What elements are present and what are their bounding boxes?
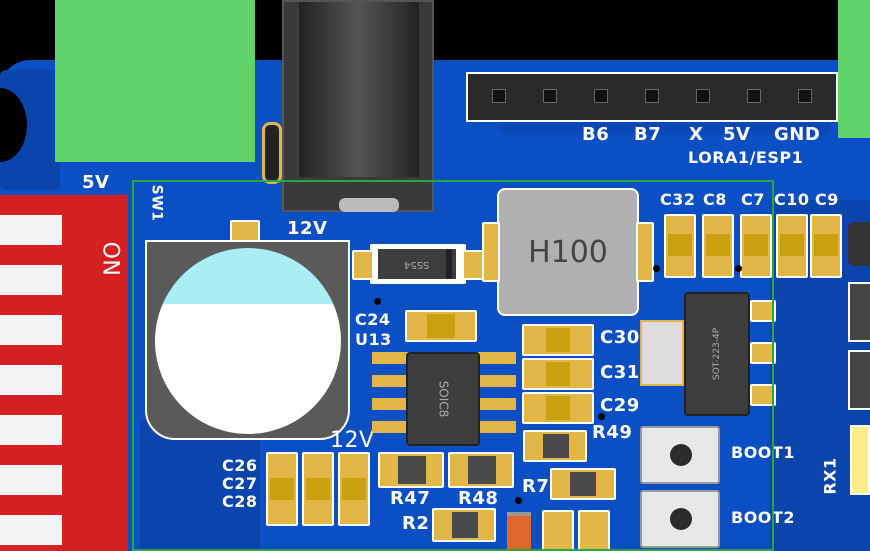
capacitor-c26 xyxy=(266,452,298,526)
regulator-sot223: SOT-223-4P xyxy=(684,292,750,416)
via xyxy=(735,265,742,272)
pin-label-x: X xyxy=(689,124,704,145)
capacitor-c28 xyxy=(338,452,370,526)
diode-ss54: SS54 xyxy=(370,244,466,284)
jack-pad xyxy=(262,122,282,184)
cap-label-c31: C31 xyxy=(600,362,640,383)
pin-label-5v: 5V xyxy=(723,124,751,145)
capacitor xyxy=(578,510,610,551)
cap-label-c8: C8 xyxy=(703,190,727,209)
button-actuator xyxy=(670,508,692,530)
resistor-r7 xyxy=(550,468,616,500)
ic-soic8: SOIC8 xyxy=(406,352,480,446)
pin-header xyxy=(466,72,838,122)
inductor-pad xyxy=(482,222,500,282)
resistor-r49 xyxy=(523,430,587,462)
ic-pins-right xyxy=(476,352,516,442)
reg-pad xyxy=(750,300,776,322)
via xyxy=(598,413,605,420)
inductor-pad xyxy=(636,222,654,282)
capacitor xyxy=(542,510,574,551)
res-label-r47: R47 xyxy=(390,488,431,509)
terminal-block-connector-right xyxy=(838,0,870,138)
capacitor xyxy=(664,214,696,278)
cap-label-c24: C24 xyxy=(355,310,391,329)
res-label-r2: R2 xyxy=(402,513,430,534)
diode-pad xyxy=(352,250,374,280)
component-edge xyxy=(848,282,870,342)
electrolytic-capacitor xyxy=(145,240,350,440)
capacitor-c24 xyxy=(405,310,477,342)
resistor-r2 xyxy=(432,508,496,542)
button-actuator xyxy=(670,444,692,466)
rx-label: RX1 xyxy=(820,457,840,495)
cap-label-c29: C29 xyxy=(600,395,640,416)
button-label-boot2: BOOT2 xyxy=(731,508,795,527)
header-label: LORA1/ESP1 xyxy=(688,148,804,167)
regulator-tab xyxy=(640,320,684,386)
cap-pad xyxy=(230,220,260,242)
capacitor xyxy=(776,214,808,278)
cap-label-c32: C32 xyxy=(660,190,696,209)
capacitor-c31 xyxy=(522,358,594,390)
cap-label-c30: C30 xyxy=(600,327,640,348)
cap-label-c28: C28 xyxy=(222,492,258,511)
reg-pad xyxy=(750,342,776,364)
cap-label-c26: C26 xyxy=(222,456,258,475)
cap-label-c7: C7 xyxy=(741,190,765,209)
ic-ref-u13: U13 xyxy=(355,330,392,349)
cap-label-c27: C27 xyxy=(222,474,258,493)
led-rx xyxy=(850,425,870,495)
via xyxy=(653,265,660,272)
inductor-h100: H100 xyxy=(497,188,639,316)
switch-on-label: ON xyxy=(97,241,123,277)
label-5v: 5V xyxy=(82,172,110,193)
resistor-r48 xyxy=(448,452,514,488)
terminal-block-connector xyxy=(55,0,255,162)
pin-label-b6: B6 xyxy=(582,124,610,145)
boot2-button[interactable] xyxy=(640,490,720,548)
label-12v-jack: 12V xyxy=(287,218,328,239)
capacitor-c30 xyxy=(522,324,594,356)
capacitor-c29 xyxy=(522,392,594,424)
capacitor xyxy=(810,214,842,278)
inductor-label: H100 xyxy=(528,234,608,270)
component-edge xyxy=(848,222,870,266)
boot1-button[interactable] xyxy=(640,426,720,484)
via xyxy=(374,298,381,305)
component-edge xyxy=(848,350,870,410)
ic-pins-left xyxy=(372,352,412,442)
capacitor xyxy=(702,214,734,278)
selection-rectangle xyxy=(132,180,774,551)
dip-switch xyxy=(0,195,128,551)
via xyxy=(515,497,522,504)
copper-trace xyxy=(140,420,260,551)
res-label-r7: R7 xyxy=(522,476,550,497)
res-label-r49: R49 xyxy=(592,422,633,443)
dc-power-jack xyxy=(282,0,434,212)
label-12v-cap: 12V xyxy=(330,428,375,453)
cap-label-c9: C9 xyxy=(815,190,839,209)
pin-label-gnd: GND xyxy=(774,124,821,145)
cap-label-c10: C10 xyxy=(774,190,810,209)
button-label-boot1: BOOT1 xyxy=(731,443,795,462)
res-label-r48: R48 xyxy=(458,488,499,509)
resistor-r47 xyxy=(378,452,444,488)
led xyxy=(507,512,531,551)
pin-label-b7: B7 xyxy=(634,124,662,145)
capacitor xyxy=(740,214,772,278)
capacitor-c27 xyxy=(302,452,334,526)
reg-pad xyxy=(750,384,776,406)
